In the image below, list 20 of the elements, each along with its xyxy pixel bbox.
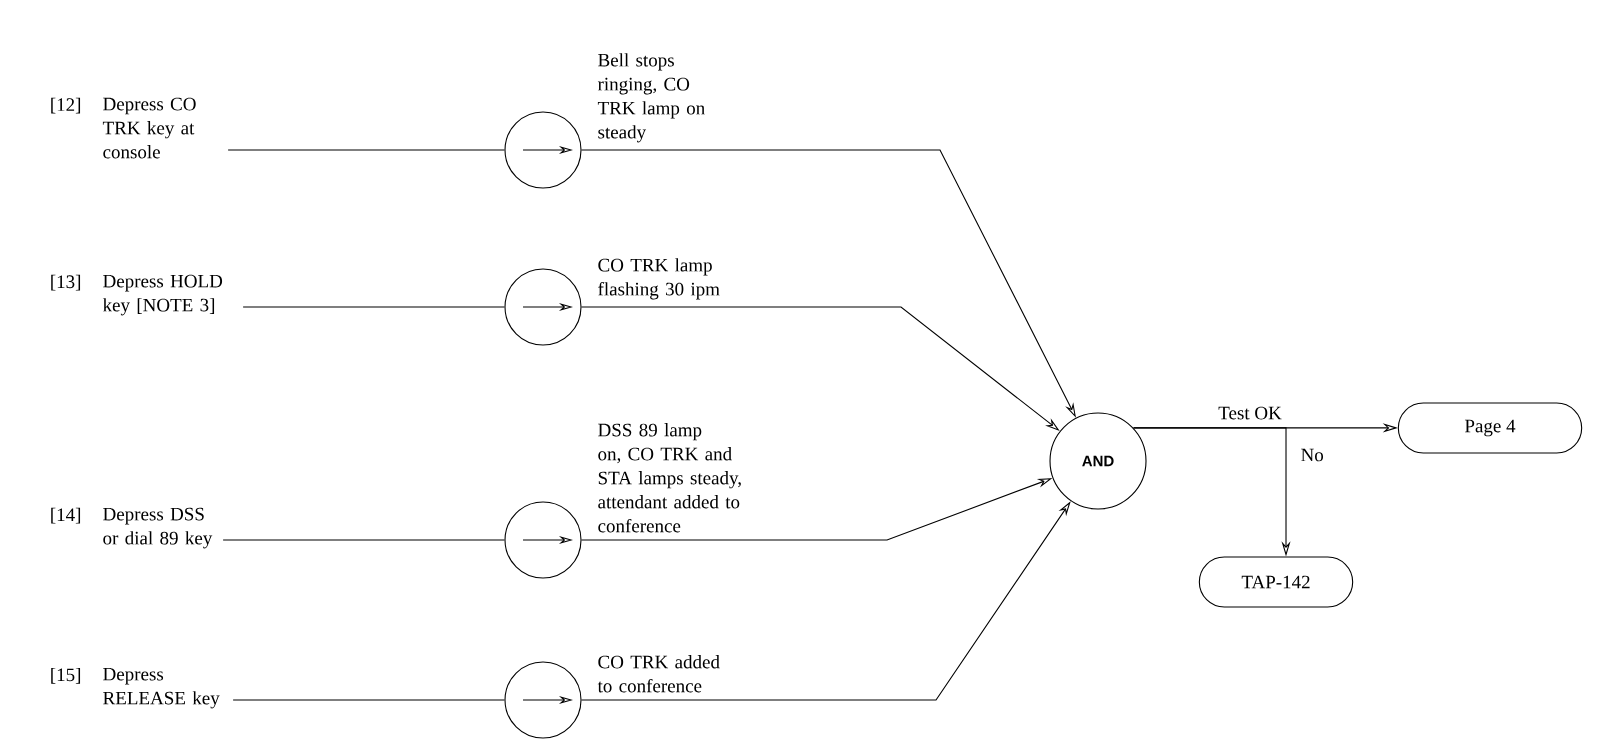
edge-label: Bell stops ringing, CO TRK lamp on steady <box>597 53 705 143</box>
step-number: [15] <box>51 667 81 684</box>
circle-symbol <box>504 501 582 579</box>
circle-symbol <box>504 268 582 346</box>
circle-symbol <box>504 661 582 739</box>
step-text: Depress RELEASE key <box>103 667 220 709</box>
terminal-box: TAP-142 <box>1198 556 1354 608</box>
step-number: [12] <box>51 97 81 114</box>
circle-symbol <box>504 111 582 189</box>
terminal-box: Page 4 <box>1397 402 1583 454</box>
step-text: Depress CO TRK key at console <box>102 97 196 159</box>
step-number: [14] <box>51 507 81 524</box>
edge-label: DSS 89 lamp on, CO TRK and STA lamps steady, attendant added to conference <box>598 423 741 533</box>
edge-label: No <box>1301 448 1324 462</box>
edge-label: CO TRK lamp flashing 30 ipm <box>598 258 720 300</box>
edge-label: CO TRK added to conference <box>597 655 720 693</box>
step-number: [13] <box>51 274 81 291</box>
step-text: Depress DSS or dial 89 key <box>103 507 213 549</box>
step-text: Depress HOLD key [NOTE 3] <box>102 274 223 316</box>
edge-label: Test OK <box>1218 406 1282 420</box>
